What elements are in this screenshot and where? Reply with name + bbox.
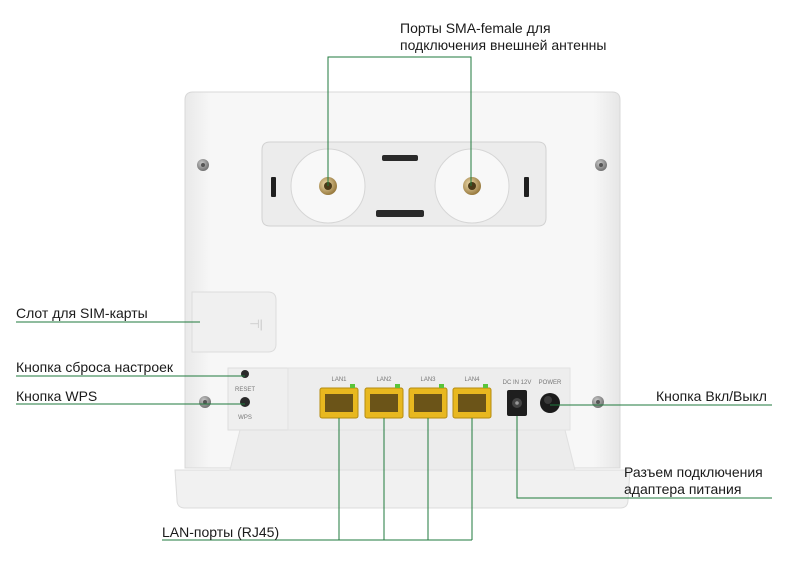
reset-button[interactable] [241, 370, 249, 378]
sma-port-icon-right [463, 177, 481, 195]
callout-dc-jack: Разъем подключения адаптера питания [624, 464, 763, 498]
wps-button[interactable] [240, 397, 250, 407]
callout-reset-button: Кнопка сброса настроек [16, 359, 174, 375]
lan-port-label-3: LAN3 [420, 377, 436, 383]
screw-icon-top-right [595, 159, 607, 171]
lan-port-3[interactable] [408, 384, 448, 419]
callout-sma-line-2: подключения внешней антенны [400, 37, 607, 53]
lan-port-4[interactable] [452, 384, 492, 419]
leader-lines [16, 56, 772, 541]
dc-power-jack[interactable] [507, 390, 527, 416]
dc-in-label: DC IN 12V [503, 380, 532, 386]
power-button[interactable] [540, 393, 560, 413]
callout-sma-ports: Порты SMA-female для подключения внешней… [400, 20, 606, 54]
lan-port-label-4: LAN4 [464, 377, 480, 383]
screw-icon-bottom-left [199, 396, 211, 408]
screw-icon-top-left [197, 159, 209, 171]
callout-wps-button: Кнопка WPS [16, 388, 98, 404]
lan-port-label-2: LAN2 [376, 377, 392, 383]
sim-slot-cover: ⊣| [191, 291, 277, 353]
svg-text:⊣|: ⊣| [249, 317, 263, 331]
lan-port-1[interactable] [319, 384, 359, 419]
callout-dc-line-2: адаптера питания [624, 481, 742, 497]
screw-icon-bottom-right [592, 396, 604, 408]
power-label: POWER [539, 380, 562, 386]
antenna-panel [261, 141, 547, 227]
callout-sma-line-1: Порты SMA-female для [400, 20, 551, 36]
leader-line-dc [516, 416, 772, 499]
reset-label: RESET [235, 387, 255, 393]
callout-power-button: Кнопка Вкл/Выкл [656, 388, 767, 404]
lan-port-label-1: LAN1 [331, 377, 347, 383]
callout-dc-line-1: Разъем подключения [624, 464, 763, 480]
callout-lan-ports: LAN-порты (RJ45) [162, 524, 280, 540]
lan-port-2[interactable] [364, 384, 404, 419]
callout-sim-slot: Слот для SIM-карты [16, 305, 148, 321]
wps-label: WPS [238, 415, 252, 421]
leader-line-sma [327, 56, 472, 186]
